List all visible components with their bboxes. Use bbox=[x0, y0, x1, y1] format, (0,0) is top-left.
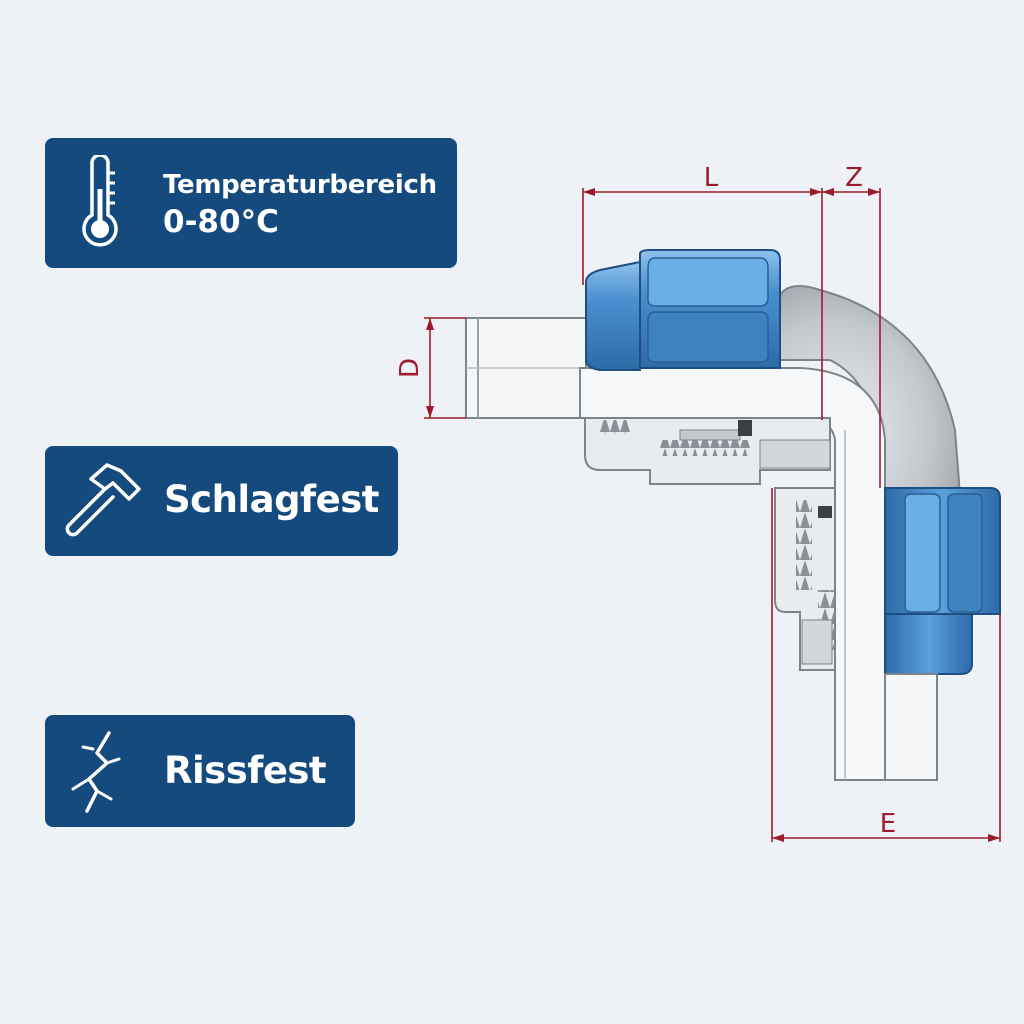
temperature-range: 0-80°C bbox=[163, 204, 279, 240]
thermometer-icon bbox=[75, 153, 125, 255]
horizontal-section bbox=[584, 417, 831, 485]
upper-compression-nut bbox=[585, 249, 781, 371]
dimension-lines bbox=[424, 188, 1001, 842]
feature-badge-temperature: Temperaturbereich 0-80°C bbox=[45, 138, 457, 268]
crack-resistant-label: Rissfest bbox=[164, 749, 327, 792]
feature-badge-crack: Rissfest bbox=[45, 715, 355, 827]
vertical-pipe bbox=[884, 673, 938, 781]
dimension-label-L: L bbox=[704, 163, 719, 193]
elbow-body bbox=[779, 285, 962, 496]
lower-compression-nut bbox=[884, 487, 1001, 675]
crack-icon bbox=[67, 729, 127, 817]
temperature-label: Temperaturbereich bbox=[163, 170, 437, 200]
vertical-section bbox=[774, 487, 836, 671]
hammer-icon bbox=[61, 459, 145, 547]
dimension-label-E: E bbox=[880, 809, 896, 839]
dimension-label-Z: Z bbox=[845, 163, 863, 193]
dimension-label-D: D bbox=[395, 358, 425, 378]
feature-badge-impact: Schlagfest bbox=[45, 446, 398, 556]
horizontal-pipe bbox=[465, 317, 587, 419]
dimension-arrows bbox=[426, 188, 1000, 842]
impact-resistant-label: Schlagfest bbox=[164, 478, 379, 521]
